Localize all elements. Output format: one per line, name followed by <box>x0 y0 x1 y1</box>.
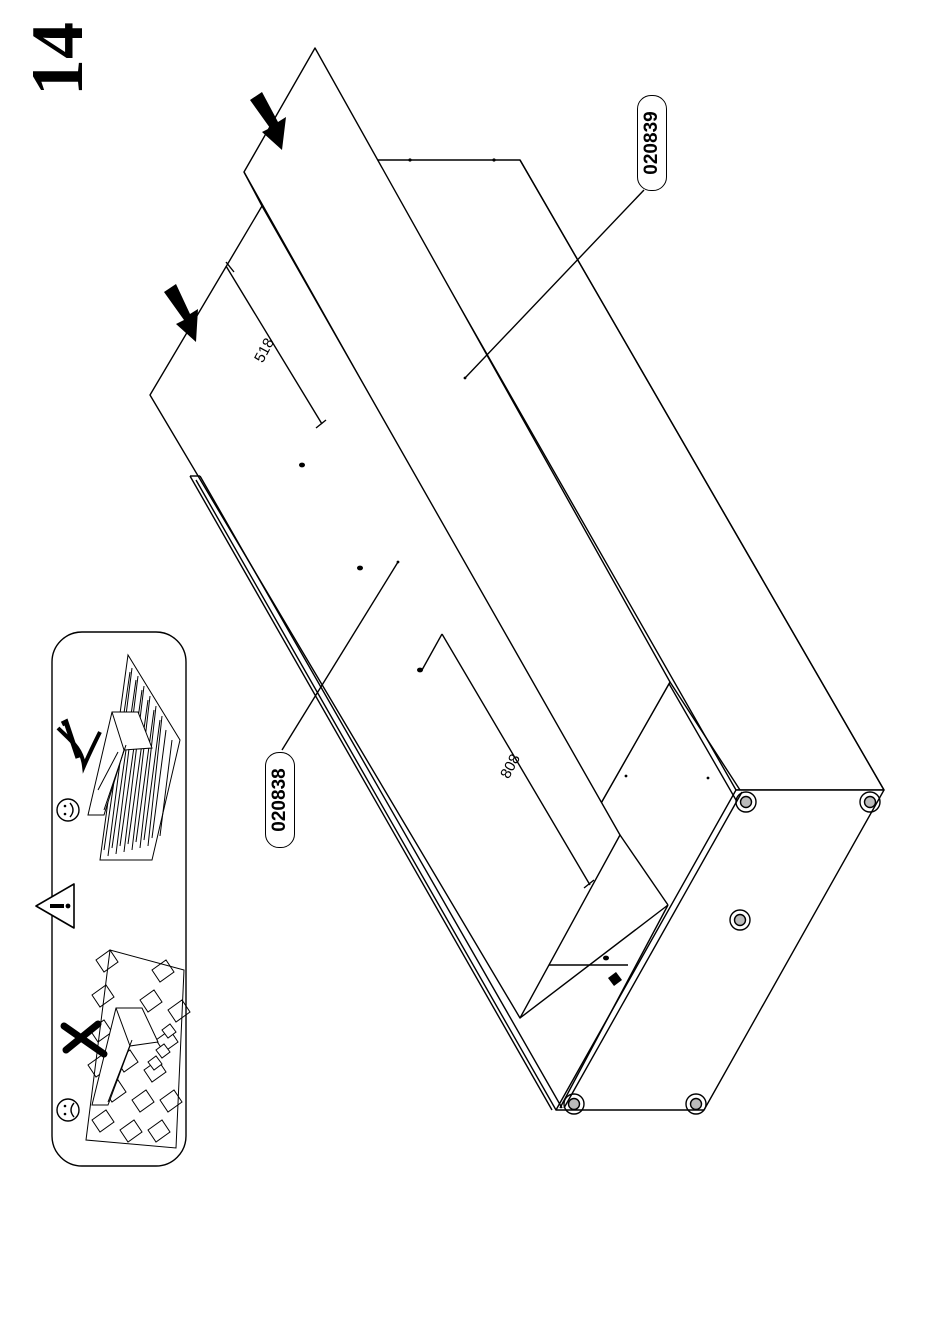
part-label-020839: 020839 <box>637 95 667 191</box>
smiley-sad-icon <box>57 1099 79 1121</box>
part-label-020838: 020838 <box>265 752 295 848</box>
smiley-happy-icon <box>57 799 79 821</box>
warning-panel <box>36 632 190 1166</box>
